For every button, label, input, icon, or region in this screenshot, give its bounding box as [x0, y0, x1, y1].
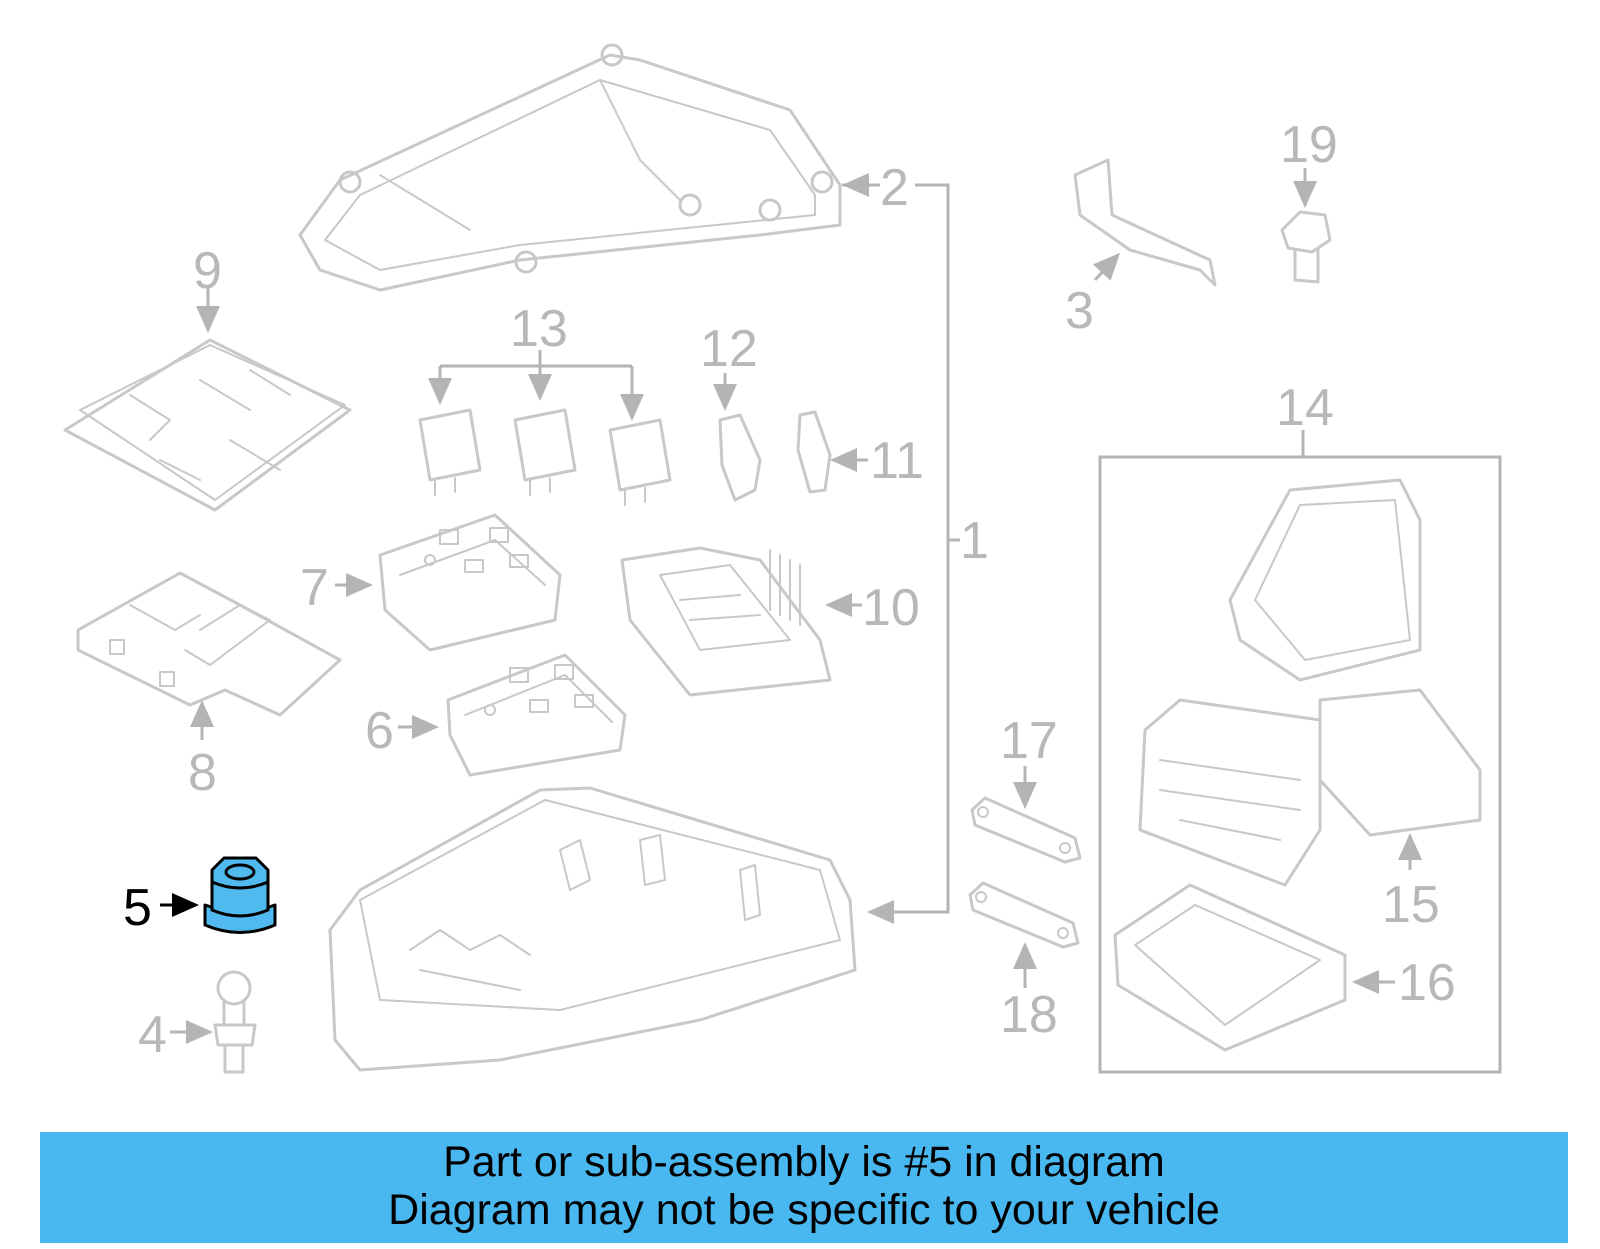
banner-line-disclaimer: Diagram may not be specific to your vehi…	[388, 1186, 1220, 1234]
label-10: 10	[862, 579, 920, 637]
label-14: 14	[1276, 379, 1334, 437]
label-5: 5	[123, 879, 152, 937]
label-3: 3	[1065, 282, 1094, 340]
label-13: 13	[510, 300, 568, 358]
part-18-fuse-link[interactable]	[968, 881, 1080, 949]
part-8-bracket[interactable]	[76, 571, 342, 717]
part-1-lower-tray[interactable]	[328, 786, 857, 1072]
part-19-bolt[interactable]	[1280, 210, 1332, 284]
label-17: 17	[1000, 712, 1058, 770]
label-1: 1	[960, 512, 989, 570]
label-19: 19	[1280, 116, 1338, 174]
part-14-fuse-box[interactable]	[1138, 478, 1422, 887]
part-6-fuse-block[interactable]	[446, 653, 627, 777]
info-banner: Part or sub-assembly is #5 in diagram Di…	[40, 1132, 1568, 1243]
part-12-fuse[interactable]	[718, 413, 762, 502]
leader-lines	[160, 168, 1422, 1044]
label-15: 15	[1382, 876, 1440, 934]
part-5-grommet-highlighted[interactable]	[203, 856, 277, 934]
part-16-lower-cover[interactable]	[1113, 883, 1347, 1052]
label-9: 9	[193, 242, 222, 300]
label-2: 2	[880, 159, 909, 217]
part-17-fuse-link[interactable]	[970, 796, 1082, 864]
part-10-relay-box[interactable]	[620, 546, 832, 697]
part-7-fuse-block[interactable]	[378, 513, 562, 652]
part-14-assembly-frame[interactable]	[1098, 455, 1502, 1074]
part-15-housing[interactable]	[1318, 688, 1482, 837]
label-16: 16	[1398, 954, 1456, 1012]
label-4: 4	[138, 1006, 167, 1064]
label-7: 7	[300, 559, 329, 617]
part-3-bracket[interactable]	[1073, 158, 1217, 287]
label-18: 18	[1000, 986, 1058, 1044]
label-8: 8	[188, 744, 217, 802]
part-11-fuse[interactable]	[796, 410, 832, 494]
banner-line-part: Part or sub-assembly is #5 in diagram	[443, 1138, 1165, 1186]
part-13-relays[interactable]	[418, 408, 672, 506]
label-11: 11	[870, 432, 924, 490]
part-4-stud[interactable]	[213, 970, 257, 1074]
part-2-top-cover[interactable]	[298, 43, 842, 292]
label-6: 6	[365, 702, 394, 760]
part-9-cover-plate[interactable]	[63, 338, 352, 512]
label-12: 12	[700, 320, 758, 378]
callout-labels: 1 2 3 4 5 6 7 8 9 10 11 12 13 14 15 16 1…	[123, 116, 1456, 1064]
